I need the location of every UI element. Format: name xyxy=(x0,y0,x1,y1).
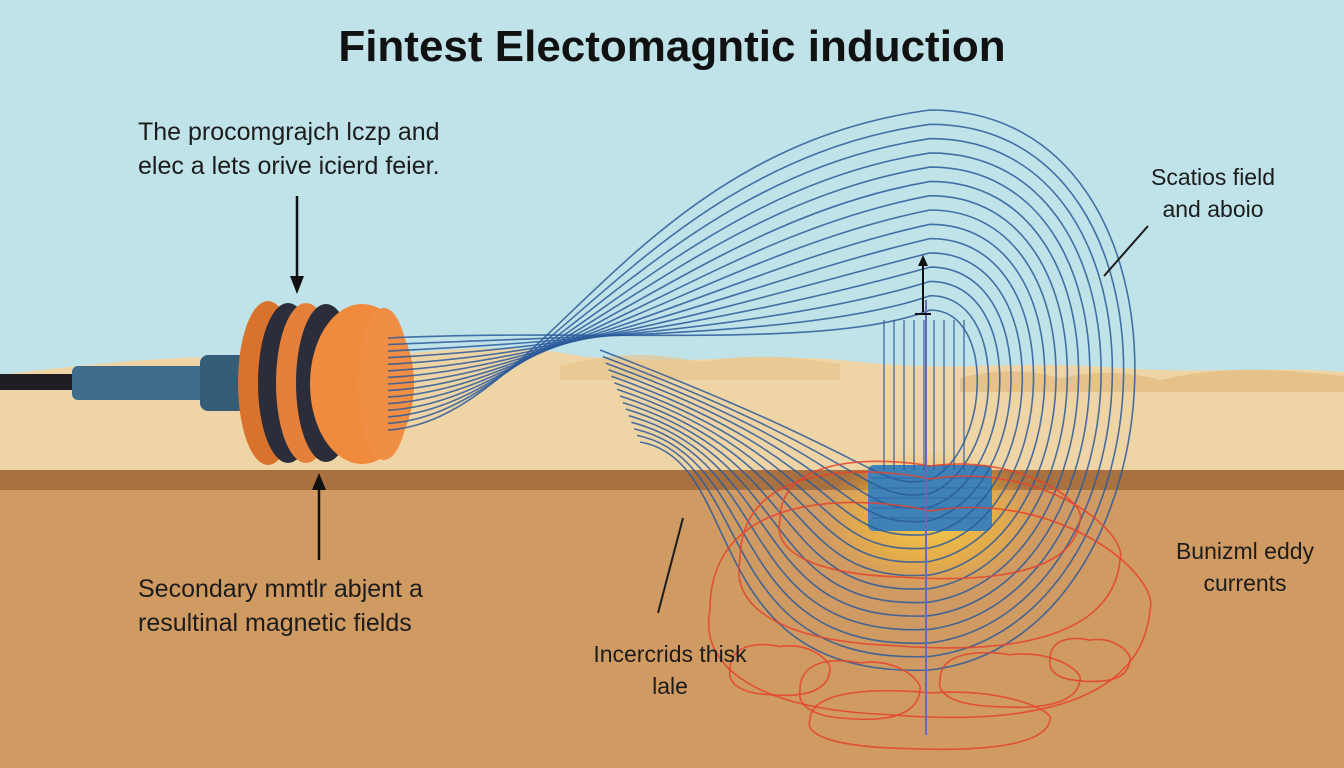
probe-cable xyxy=(0,374,90,390)
label-line: elec a lets orive icierd feier. xyxy=(138,151,440,180)
leader-line-incercrids xyxy=(657,517,684,614)
field-line xyxy=(387,280,1001,509)
field-line xyxy=(387,180,1080,604)
label-incercrids: Incercrids thisk lale xyxy=(560,638,780,702)
label-line: currents xyxy=(1203,570,1287,597)
field-line xyxy=(387,309,979,483)
field-line xyxy=(387,294,990,496)
field-line xyxy=(387,223,1046,563)
diagram-title: Fintest Electomagntic induction xyxy=(338,22,1006,71)
label-line: Incercrids thisk xyxy=(593,641,747,667)
coil xyxy=(238,301,414,465)
coil-face xyxy=(358,308,410,460)
eddy-current-loop xyxy=(1049,637,1131,683)
eddy-current-loop xyxy=(707,501,1152,719)
arrow-down-icon xyxy=(290,196,304,294)
eddy-current-loops xyxy=(707,460,1152,751)
field-line xyxy=(387,252,1024,536)
field-line xyxy=(387,166,1091,617)
arrow-up-icon xyxy=(312,473,326,560)
label-scattered-field: Scatios field and aboio xyxy=(1128,161,1298,225)
label-line: The procomgrajch lczp and xyxy=(138,118,440,146)
label-line: resultinal magnetic fields xyxy=(138,608,412,637)
label-primary-coil: The procomgrajch lczp and elec a lets or… xyxy=(138,116,558,184)
ground-surface xyxy=(0,470,1344,492)
field-line xyxy=(387,137,1114,644)
field-line xyxy=(387,152,1102,631)
label-eddy-currents: Bunizml eddy currents xyxy=(1160,535,1330,599)
arrow-vertical-icon xyxy=(915,255,931,315)
eddy-current-loop xyxy=(728,643,831,697)
leader-line-scatter xyxy=(1103,225,1149,277)
label-line: Secondary mmtlr abjent a xyxy=(138,575,423,603)
eddy-current-loop xyxy=(808,689,1052,751)
soil xyxy=(0,490,1344,768)
probe-neck xyxy=(200,355,248,411)
eddy-current-loop xyxy=(938,651,1081,709)
field-line xyxy=(387,266,1012,523)
field-line xyxy=(387,194,1069,590)
label-line: Bunizml eddy xyxy=(1175,538,1315,564)
eddy-current-loop xyxy=(798,659,921,721)
eddy-current-loop xyxy=(738,471,1122,649)
probe-shaft xyxy=(72,366,222,400)
label-line: and aboio xyxy=(1162,196,1264,223)
eddy-current-loop xyxy=(778,460,1082,580)
field-line xyxy=(387,123,1125,658)
label-secondary-fields: Secondary mmtlr abjent a resultinal magn… xyxy=(138,573,498,641)
sky xyxy=(0,0,1344,400)
label-line: lale xyxy=(652,673,688,700)
field-line xyxy=(387,209,1057,577)
label-line: Scatios field xyxy=(1150,164,1275,190)
field-line xyxy=(387,109,1136,671)
